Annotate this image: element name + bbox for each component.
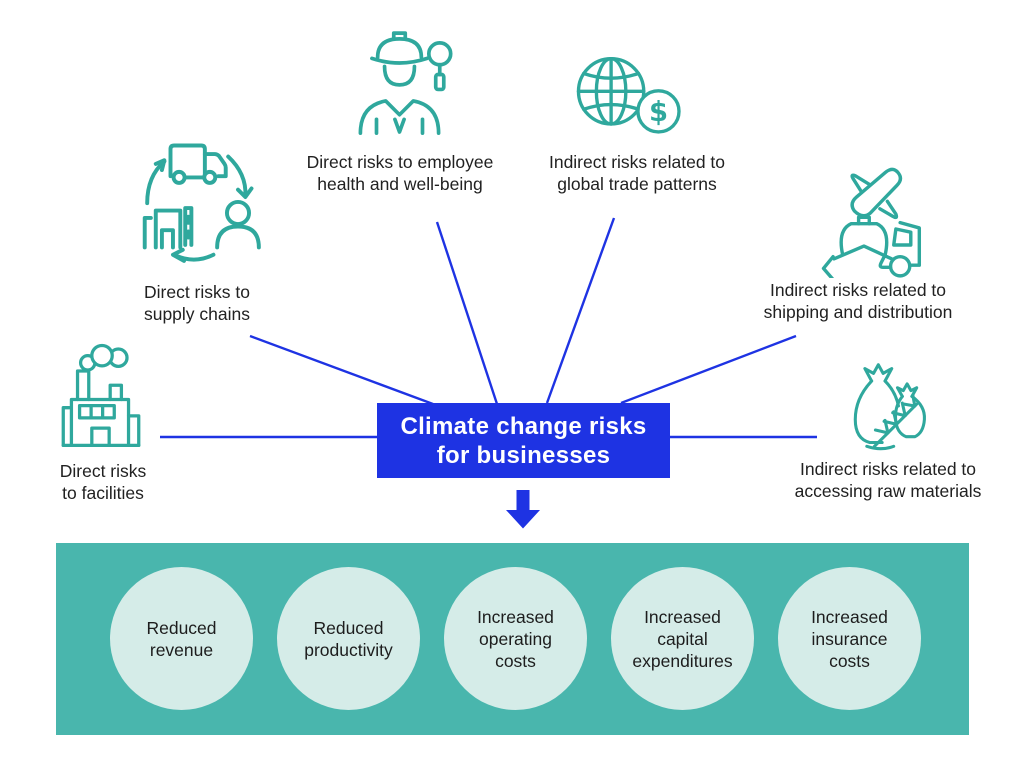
outcome-text: Reduced revenue (146, 617, 217, 660)
outcome-circle: Reduced revenue (110, 567, 253, 710)
label-line: accessing raw materials (794, 481, 982, 501)
outcome-text: Increased capital expenditures (632, 606, 733, 671)
label-line: global trade patterns (557, 174, 717, 194)
connector-global-trade (545, 217, 616, 404)
label-facilities: Direct risks to facilities (28, 460, 178, 504)
outcome-text: Reduced productivity (304, 617, 393, 660)
connector-employee (435, 221, 499, 405)
connector-shipping (620, 334, 797, 405)
connector-supply-chains (249, 334, 434, 406)
outcome-circle: Increased operating costs (444, 567, 587, 710)
label-line: Direct risks to (144, 282, 250, 302)
central-title-line: Climate change risks (400, 412, 647, 440)
label-shipping: Indirect risks related to shipping and d… (738, 279, 978, 323)
label-supply-chains: Direct risks to supply chains (117, 281, 277, 325)
svg-text:$: $ (649, 97, 668, 128)
down-arrow-icon (506, 490, 540, 529)
transport-icon (806, 163, 924, 278)
outcome-text: Increased insurance costs (811, 606, 888, 671)
central-title-box: Climate change risks for businesses (377, 403, 670, 478)
outcome-text: Increased operating costs (477, 606, 554, 671)
label-line: Indirect risks related to (799, 459, 977, 479)
outcome-circle: Increased insurance costs (778, 567, 921, 710)
raw-materials-icon (838, 357, 934, 455)
label-line: Direct risks (59, 461, 147, 481)
central-title-line: for businesses (436, 441, 611, 469)
globe-dollar-icon: $ (568, 44, 690, 144)
label-raw-materials: Indirect risks related to accessing raw … (778, 458, 998, 502)
label-line: shipping and distribution (763, 302, 953, 322)
outcomes-banner: Reduced revenue Reduced productivity Inc… (56, 543, 969, 735)
label-line: supply chains (143, 304, 251, 324)
worker-icon (342, 24, 457, 148)
outcome-circle: Increased capital expenditures (611, 567, 754, 710)
label-global-trade: Indirect risks related to global trade p… (522, 151, 752, 195)
factory-icon (50, 340, 152, 456)
label-line: Direct risks to employee (306, 152, 494, 172)
supply-chain-icon (130, 126, 265, 273)
label-employee: Direct risks to employee health and well… (285, 151, 515, 195)
label-line: to facilities (62, 483, 144, 503)
label-line: Indirect risks related to (769, 280, 947, 300)
label-line: Indirect risks related to (548, 152, 726, 172)
outcome-circle: Reduced productivity (277, 567, 420, 710)
label-line: health and well-being (317, 174, 483, 194)
